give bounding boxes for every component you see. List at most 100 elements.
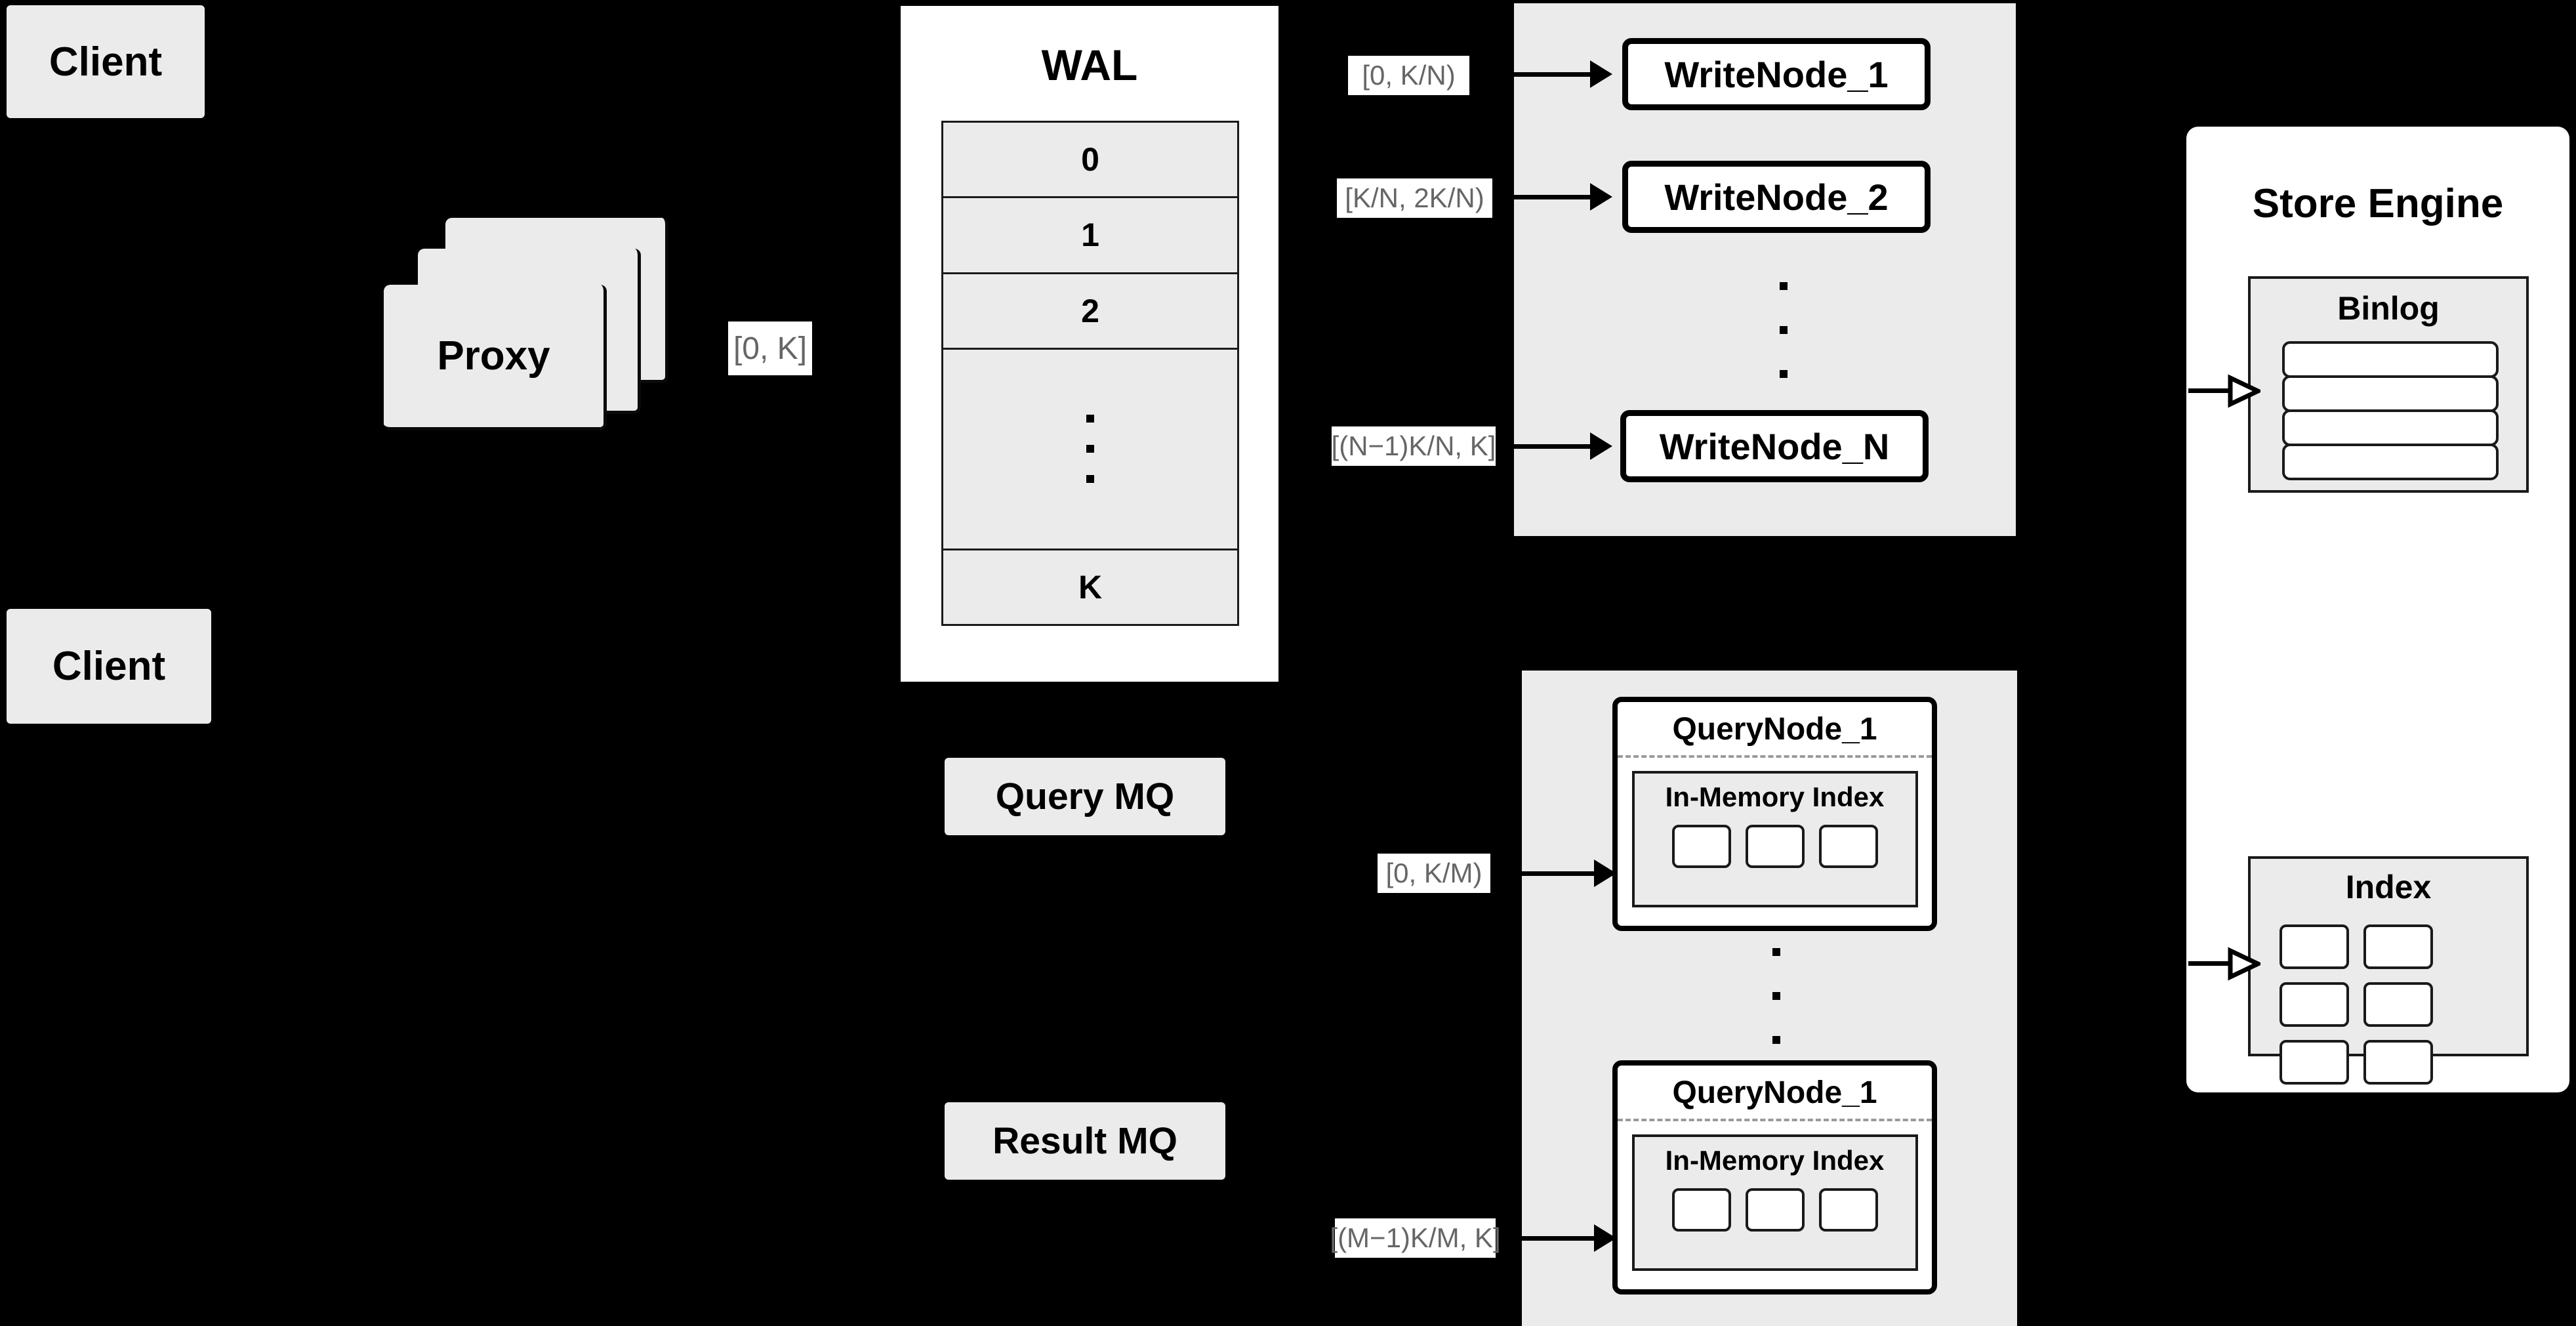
write-node-1-arrow-line (1508, 72, 1590, 77)
binlog-row (2282, 341, 2499, 378)
binlog-row (2282, 409, 2499, 446)
write-node-1[interactable]: WriteNode_1 (1622, 38, 1931, 110)
index-cell (2363, 1040, 2433, 1085)
query-mq-label: Query MQ (995, 776, 1175, 818)
binlog-title: Binlog (2337, 290, 2440, 327)
wal-row: 2 (943, 274, 1237, 350)
in-memory-index-1: In-Memory Index (1631, 771, 1918, 907)
write-node-n-range-label: [(N−1)K/N, K] (1332, 426, 1496, 466)
proxy-range-label: [0, K] (728, 321, 812, 375)
write-node-n-arrow-line (1508, 444, 1590, 449)
write-node-n-label: WriteNode_N (1659, 425, 1890, 467)
range-text: [(N−1)K/N, K] (1331, 430, 1496, 461)
index-arrow-head-icon (2228, 947, 2260, 981)
ellipsis-dot (1086, 475, 1094, 484)
in-memory-index-2: In-Memory Index (1631, 1134, 1918, 1271)
index-cell (1671, 825, 1731, 868)
index-cell (2363, 982, 2433, 1027)
index-cell (1671, 1188, 1731, 1232)
query-node-m-arrow-line (1517, 1236, 1594, 1241)
write-node-2[interactable]: WriteNode_2 (1622, 161, 1931, 233)
ellipsis-dot (1780, 281, 1788, 290)
result-mq-label: Result MQ (992, 1120, 1177, 1162)
ellipsis-dot (1772, 1035, 1780, 1044)
write-node-1-label: WriteNode_1 (1664, 53, 1889, 95)
ellipsis-dot (1780, 369, 1788, 378)
wal-row-label: 0 (1081, 141, 1099, 178)
wal-row-ellipsis (943, 349, 1237, 550)
in-memory-index-2-title: In-Memory Index (1665, 1145, 1885, 1176)
query-node-1-separator (1618, 755, 1932, 758)
write-node-2-arrow-head (1590, 183, 1612, 211)
client-box-2[interactable]: Client (7, 609, 211, 724)
binlog-row (2282, 444, 2499, 480)
client-label-1: Client (49, 39, 163, 85)
query-node-m-range-label: [(M−1)K/M, K] (1330, 1218, 1501, 1258)
index-cell (1745, 1188, 1805, 1232)
query-node-1-arrow-line (1517, 871, 1594, 876)
binlog-box: Binlog (2248, 276, 2529, 493)
wal-panel: WAL 0 1 2 K (897, 2, 1282, 686)
query-node-ellipsis (1763, 945, 1789, 1046)
query-mq-box[interactable]: Query MQ (945, 758, 1225, 835)
index-arrow-line (2188, 961, 2232, 966)
range-text: [0, K/M) (1385, 858, 1482, 888)
write-node-2-label: WriteNode_2 (1664, 176, 1889, 218)
proxy-label: Proxy (437, 333, 550, 379)
ellipsis-dot (1086, 445, 1094, 453)
ellipsis-dot (1772, 991, 1780, 1000)
binlog-rows (2282, 341, 2499, 480)
binlog-arrow-line (2188, 388, 2232, 393)
index-cell (2280, 924, 2349, 969)
range-text: [K/N, 2K/N) (1345, 182, 1484, 213)
wal-row: K (943, 550, 1237, 624)
query-node-1-arrow-head (1594, 860, 1616, 887)
client-label-2: Client (52, 644, 166, 689)
query-node-1-label: QueryNode_1 (1672, 712, 1877, 747)
index-cell (1745, 825, 1805, 868)
result-mq-box[interactable]: Result MQ (945, 1102, 1225, 1180)
query-node-m-label: QueryNode_1 (1672, 1075, 1877, 1110)
query-node-m-arrow-head (1594, 1224, 1616, 1252)
index-cell (2363, 924, 2433, 969)
in-memory-index-2-cells (1671, 1188, 1878, 1232)
query-node-m-separator (1618, 1119, 1932, 1121)
write-node-1-arrow-head (1590, 60, 1612, 88)
index-box: Index (2248, 856, 2529, 1085)
index-cell (2280, 982, 2349, 1027)
in-memory-index-1-cells (1671, 825, 1878, 868)
index-title: Index (2345, 869, 2432, 905)
index-cell (1818, 1188, 1878, 1232)
wal-title: WAL (1041, 41, 1138, 89)
index-cell (1818, 825, 1878, 868)
proxy-box[interactable]: Proxy (384, 285, 607, 430)
binlog-arrow-head-icon (2228, 374, 2260, 408)
write-node-2-arrow-line (1508, 195, 1590, 199)
ellipsis-dot (1772, 947, 1780, 956)
ellipsis-dot (1780, 325, 1788, 334)
store-engine-title: Store Engine (2252, 181, 2504, 226)
wal-row-label: 2 (1081, 292, 1099, 329)
write-node-n-arrow-head (1590, 432, 1612, 460)
in-memory-index-1-title: In-Memory Index (1665, 781, 1885, 812)
range-text: [(M−1)K/M, K] (1330, 1222, 1501, 1253)
write-node-ellipsis (1770, 279, 1797, 381)
proxy-range-text: [0, K] (733, 331, 808, 366)
wal-row-label: 1 (1081, 217, 1099, 254)
index-grid (2280, 924, 2503, 1085)
store-engine-panel: Store Engine Binlog Index (2186, 127, 2569, 1092)
index-cell (2280, 1040, 2349, 1085)
write-node-n[interactable]: WriteNode_N (1620, 410, 1929, 482)
wal-row: 1 (943, 198, 1237, 274)
range-text: [0, K/N) (1362, 60, 1456, 91)
ellipsis-dot (1086, 415, 1094, 423)
query-node-1-range-label: [0, K/M) (1378, 854, 1490, 893)
wal-row: 0 (943, 123, 1237, 199)
query-node-1[interactable]: QueryNode_1 In-Memory Index (1612, 697, 1937, 931)
write-node-2-range-label: [K/N, 2K/N) (1337, 178, 1492, 218)
binlog-row (2282, 375, 2499, 412)
query-node-m[interactable]: QueryNode_1 In-Memory Index (1612, 1060, 1937, 1295)
client-box-1[interactable]: Client (7, 5, 205, 118)
wal-row-label: K (1078, 568, 1103, 606)
